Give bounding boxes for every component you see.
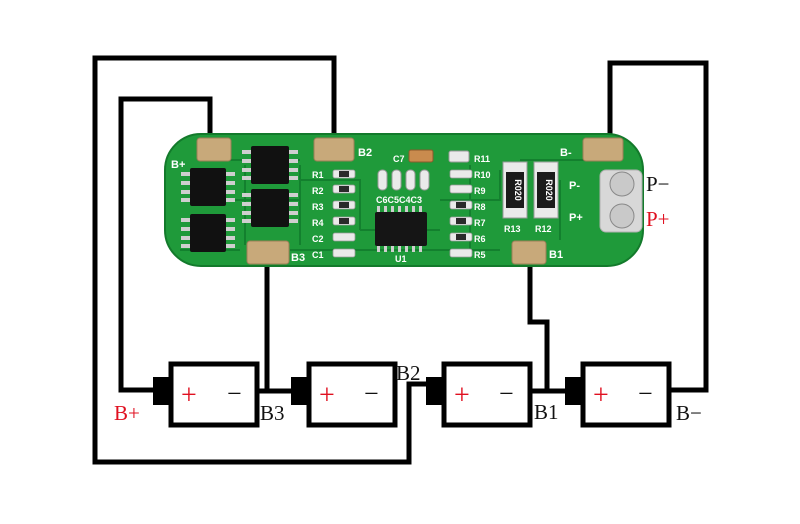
pad-b-plus	[196, 137, 232, 162]
wire-label-b-minus: B−	[676, 401, 702, 425]
pcb-label-r9: R9	[474, 186, 486, 196]
pcb-label-r4: R4	[312, 218, 324, 228]
pcb-label-c6c5c4c3: C6C5C4C3	[376, 195, 422, 205]
pcb-label-b1: B1	[549, 249, 563, 261]
shunt-resistors: R020 R020	[502, 161, 559, 219]
battery-cells: + − + − + − + −	[153, 361, 672, 428]
pcb-label-p-minus: P-	[569, 180, 580, 192]
pcb-label-r2: R2	[312, 186, 324, 196]
pcb-label-r12: R12	[535, 224, 552, 234]
battery-3-terminal	[426, 377, 446, 405]
pad-p-minus	[609, 171, 635, 197]
wire-label-b3: B3	[260, 401, 285, 425]
resistor-column-right	[449, 169, 473, 258]
pcb-label-u1: U1	[395, 254, 407, 264]
pad-b1	[511, 240, 547, 265]
pcb-label-r6: R6	[474, 234, 486, 244]
pcb-label-b3: B3	[291, 252, 305, 264]
pcb-label-b-plus: B+	[171, 159, 185, 171]
res-code-right: R020	[544, 179, 554, 201]
resistor-column-left	[332, 169, 356, 258]
battery-2: + −	[291, 361, 398, 428]
mosfet-3	[251, 146, 289, 184]
pad-b3	[246, 240, 290, 265]
battery-4-plus: +	[593, 380, 609, 411]
pcb-label-r1: R1	[312, 170, 324, 180]
battery-3-minus: −	[499, 379, 514, 408]
pad-p-plus	[609, 203, 635, 229]
battery-1-minus: −	[227, 379, 242, 408]
wire-b1	[527, 258, 572, 394]
wire-b-minus	[607, 60, 709, 393]
resistor-r11-top	[448, 150, 470, 163]
pcb-label-c7: C7	[393, 154, 405, 164]
wire-label-b1: B1	[534, 400, 559, 424]
pcb-label-p-plus: P+	[569, 212, 583, 224]
pcb-label-c2: C2	[312, 234, 324, 244]
mosfet-1	[190, 168, 226, 206]
pcb-label-r11: R11	[474, 154, 490, 164]
battery-2-body	[306, 361, 398, 428]
battery-4: + −	[565, 361, 672, 428]
pad-b2	[313, 137, 355, 162]
pcb-label-r5: R5	[474, 250, 486, 260]
wire-b2	[92, 55, 427, 465]
label-p-plus: P+	[646, 207, 670, 231]
battery-4-minus: −	[638, 379, 653, 408]
mosfet-pins	[181, 150, 298, 248]
battery-4-body	[580, 361, 672, 428]
battery-2-minus: −	[364, 379, 379, 408]
battery-1-body	[168, 361, 260, 428]
battery-1-terminal	[153, 377, 173, 405]
battery-1: + −	[153, 361, 260, 428]
battery-3: + −	[426, 361, 533, 428]
pcb-label-r8: R8	[474, 202, 486, 212]
mosfet-chips	[181, 146, 298, 252]
pcb-label-b2: B2	[358, 147, 372, 159]
label-p-minus: P−	[646, 172, 670, 196]
res-code-left: R020	[513, 179, 523, 201]
battery-4-terminal	[565, 377, 585, 405]
pcb-label-r13: R13	[504, 224, 521, 234]
pcb-label-b-minus: B-	[560, 147, 572, 159]
wire-b-plus	[118, 96, 213, 393]
capacitor-c7	[408, 149, 434, 163]
battery-1-plus: +	[181, 380, 197, 411]
mosfet-2	[190, 214, 226, 252]
pcb-board: R020 R020 B+ B2 B3 B1 B- P- P+ R1 R2 R3 …	[164, 133, 644, 267]
ic-u1	[375, 206, 427, 252]
wire-label-b2: B2	[396, 361, 421, 385]
wire-b3	[264, 258, 302, 394]
pcb-label-c1: C1	[312, 250, 324, 260]
pcb-label-r10: R10	[474, 170, 491, 180]
battery-3-plus: +	[454, 380, 470, 411]
mosfet-4	[251, 189, 289, 227]
wire-label-b-plus: B+	[114, 401, 140, 425]
pcb-label-r7: R7	[474, 218, 486, 228]
capacitor-row	[377, 149, 470, 191]
pad-b-minus	[582, 137, 624, 162]
battery-3-body	[441, 361, 533, 428]
battery-2-terminal	[291, 377, 311, 405]
battery-2-plus: +	[319, 380, 335, 411]
pcb-label-r3: R3	[312, 202, 324, 212]
